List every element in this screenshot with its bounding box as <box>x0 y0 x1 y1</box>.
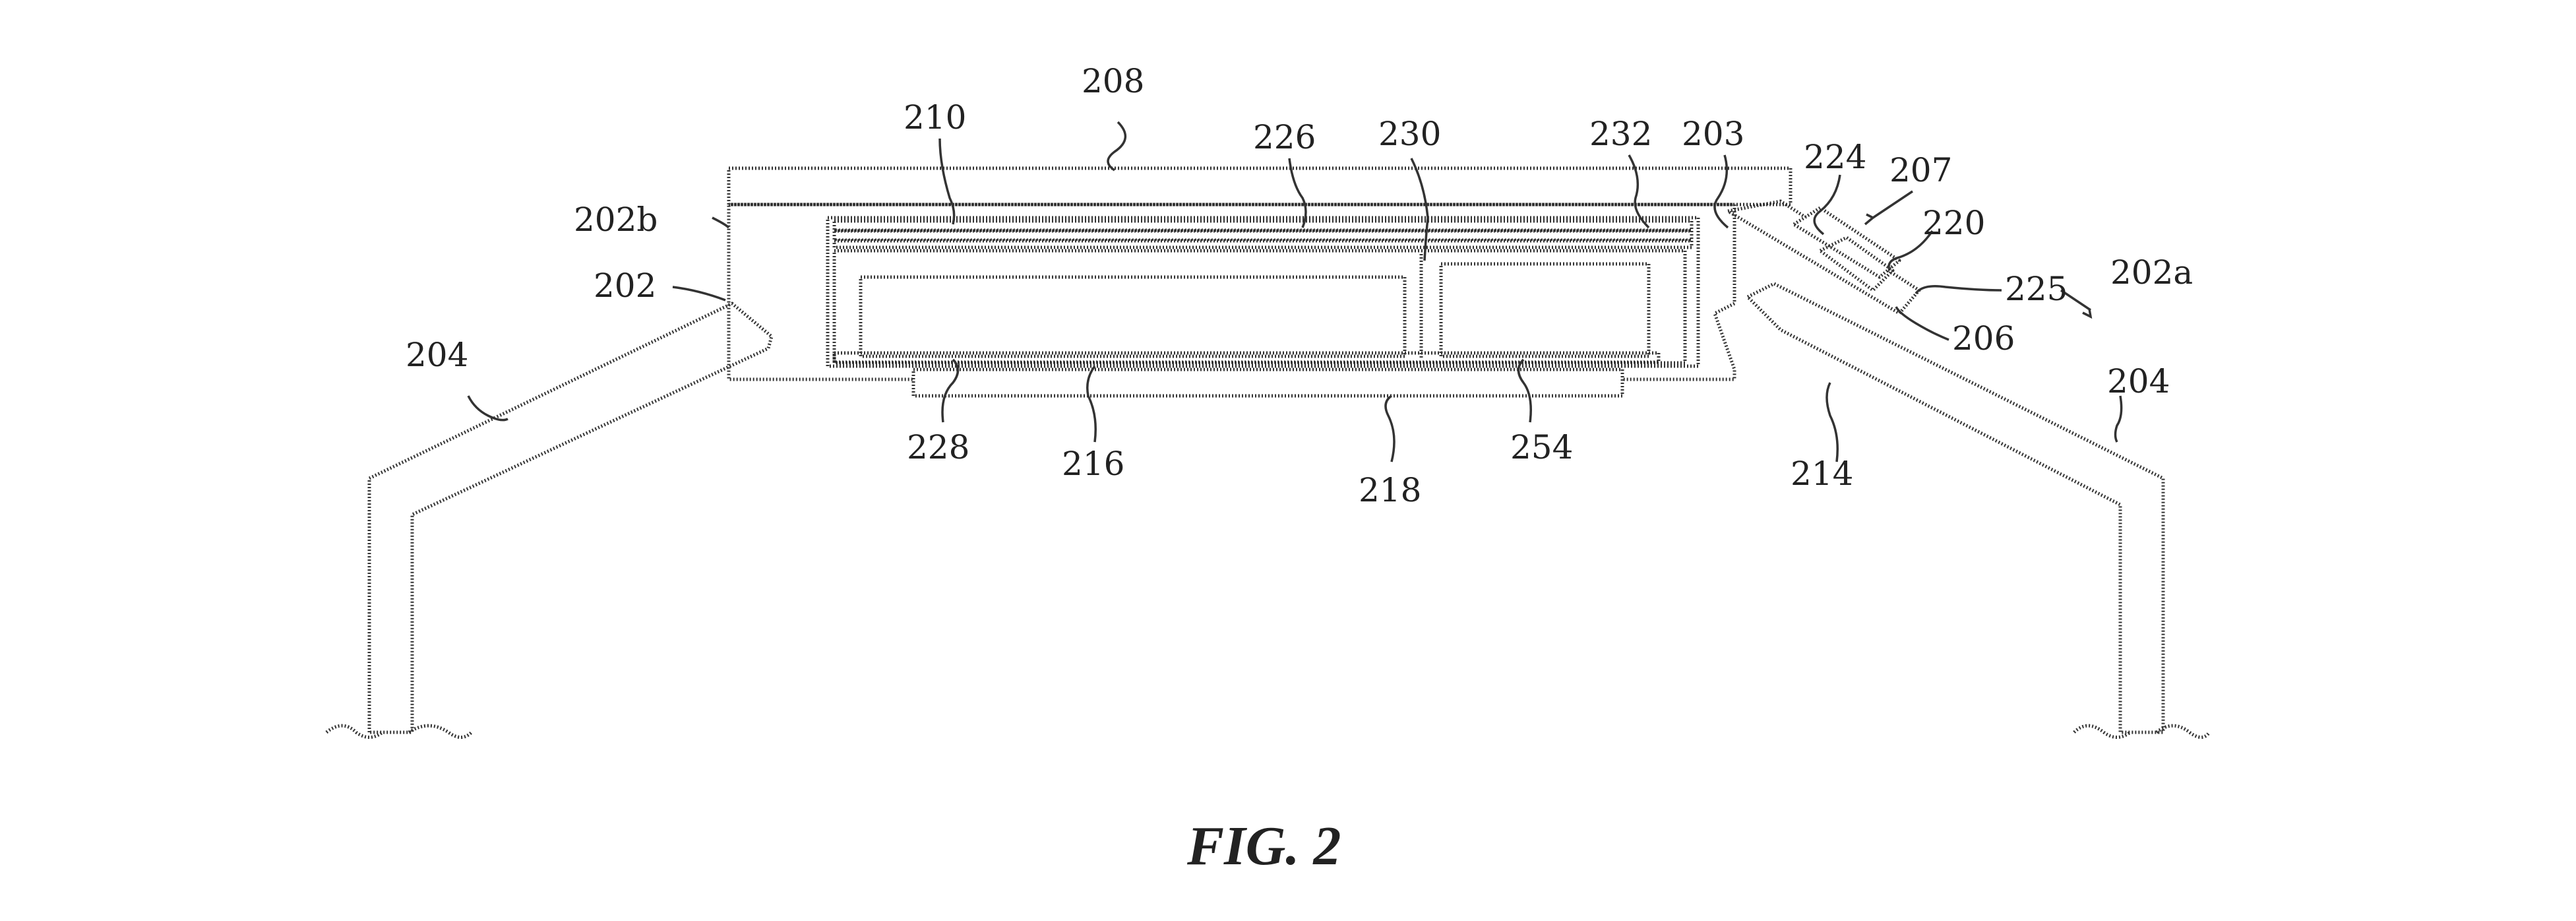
label-210: 210 <box>904 98 966 137</box>
label-216: 216 <box>1062 445 1124 483</box>
label-230: 230 <box>1378 115 1441 153</box>
cover-layer-208 <box>727 166 1793 206</box>
figure-caption: FIG. 2 <box>1186 815 1341 877</box>
label-203: 203 <box>1682 115 1744 153</box>
reference-numerals: 208 210 226 230 232 203 224 207 202b 220… <box>406 62 2193 509</box>
label-202: 202 <box>594 267 656 305</box>
label-214: 214 <box>1791 455 1853 493</box>
angled-module-207 <box>1726 199 1921 315</box>
sensor-and-back-plate <box>832 351 1661 398</box>
label-202a: 202a <box>2110 253 2193 292</box>
label-232: 232 <box>1589 115 1652 153</box>
label-226: 226 <box>1253 118 1316 156</box>
label-208: 208 <box>1082 62 1144 100</box>
label-220: 220 <box>1922 204 1985 242</box>
label-224: 224 <box>1804 138 1866 176</box>
label-254: 254 <box>1510 428 1573 466</box>
label-206: 206 <box>1952 319 2015 358</box>
leader-lines <box>467 121 2123 462</box>
label-218: 218 <box>1359 471 1421 509</box>
arrowheads <box>1864 213 2093 319</box>
left-band-strap <box>325 302 774 739</box>
label-204-left: 204 <box>406 336 468 374</box>
display-stack-layers <box>832 219 1694 249</box>
label-207: 207 <box>1889 151 1952 189</box>
label-202b: 202b <box>574 201 658 239</box>
label-204-right: 204 <box>2107 362 2170 400</box>
internal-components <box>832 249 1687 365</box>
label-225: 225 <box>2005 270 2068 308</box>
label-228: 228 <box>907 428 969 466</box>
right-band-strap <box>1746 282 2211 739</box>
